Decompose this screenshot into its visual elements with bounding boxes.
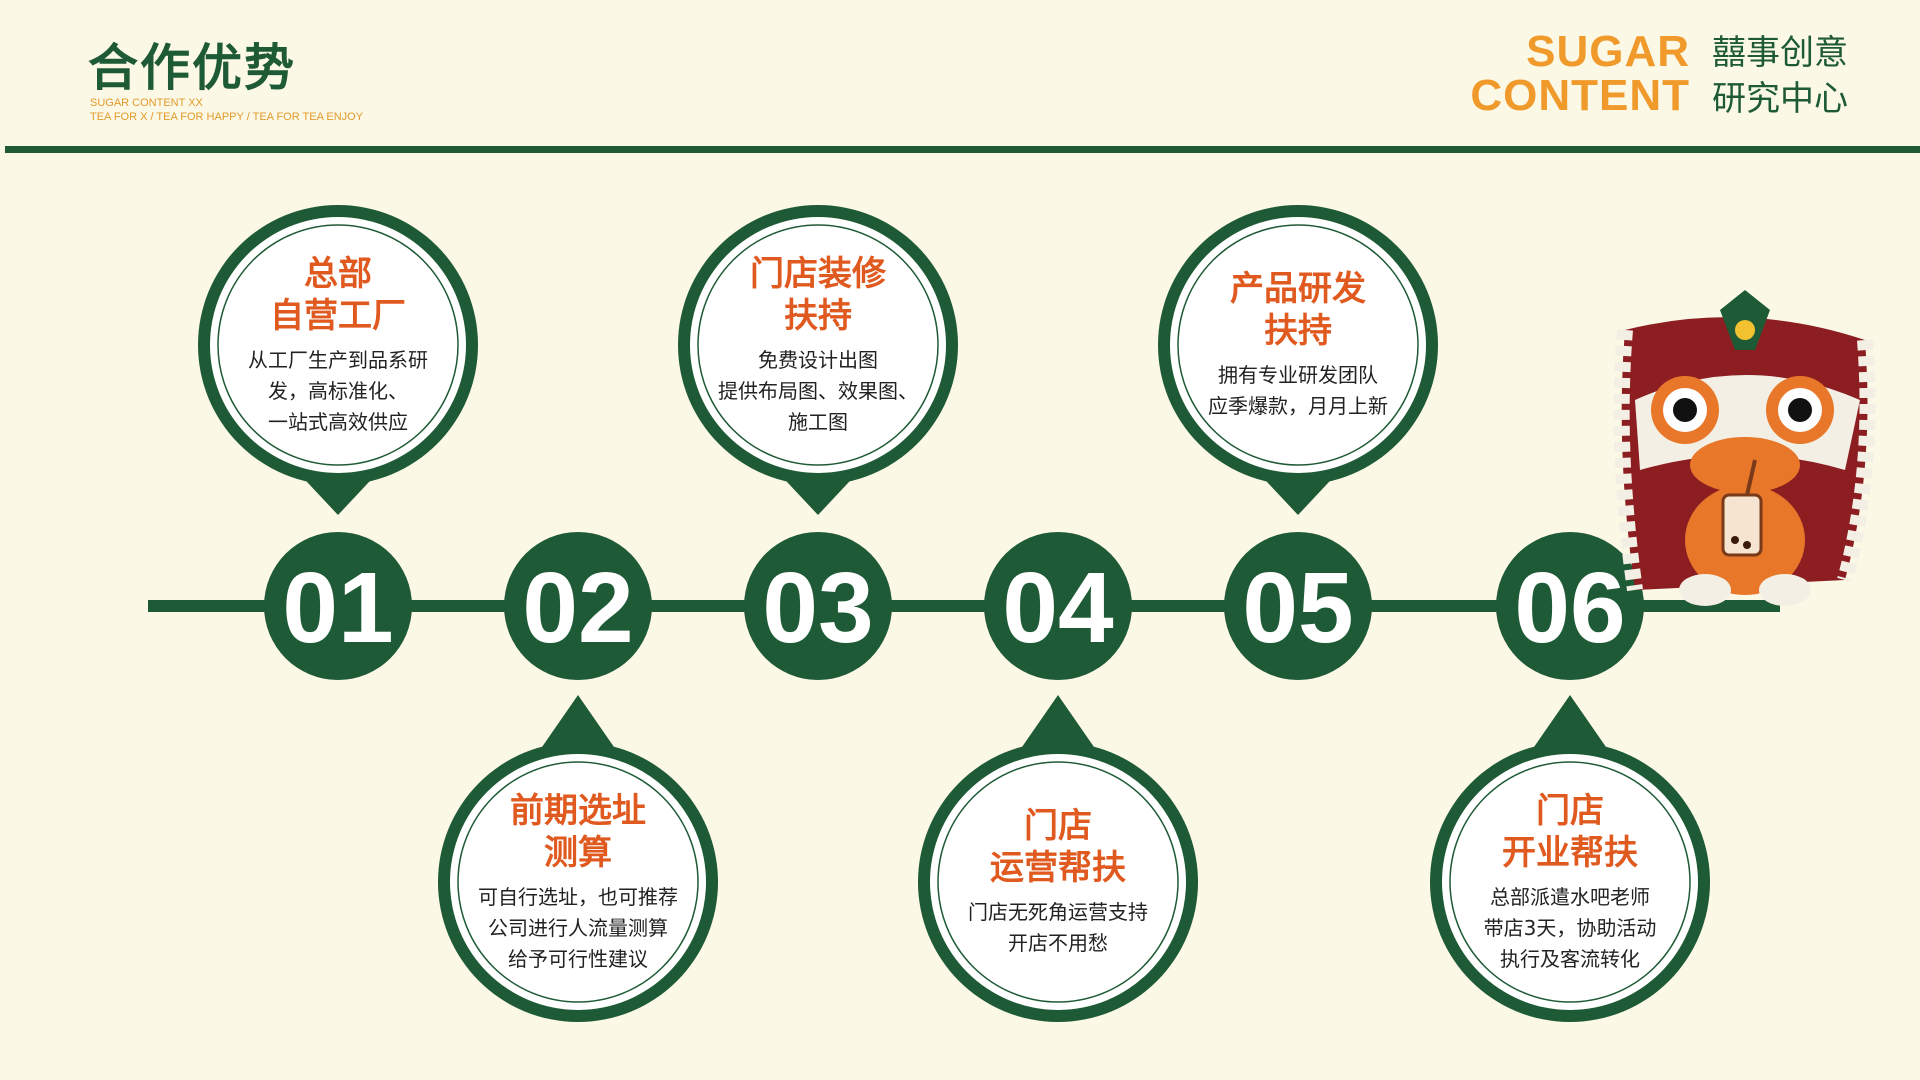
step-card-02: 前期选址 测算 可自行选址，也可推荐 公司进行人流量测算 给予可行性建议 — [468, 790, 688, 975]
step-card-01: 总部 自营工厂 从工厂生产到品系研 发，高标准化、 一站式高效供应 — [228, 253, 448, 438]
brand-en-line-2: CONTENT — [1470, 71, 1690, 120]
step-node-circle — [504, 532, 652, 680]
bubble-inner — [1442, 754, 1698, 1010]
step-node-circle — [984, 532, 1132, 680]
lion-dance-mascot-illustration — [1613, 290, 1876, 606]
bubble-pointer — [533, 695, 623, 760]
step-title: 产品研发 扶持 — [1230, 269, 1366, 351]
step-card-05: 产品研发 扶持 拥有专业研发团队 应季爆款，月月上新 — [1188, 268, 1408, 422]
brand-logo-chinese: 囍事创意 研究中心 — [1712, 30, 1848, 122]
bubble-inner — [1170, 217, 1426, 473]
brand-cn-line-2: 研究中心 — [1712, 79, 1848, 119]
step-node-circle — [1224, 532, 1372, 680]
step-title: 总部 自营工厂 — [270, 253, 406, 336]
step-title: 前期选址 测算 — [510, 790, 646, 873]
step-title: 门店 开业帮扶 — [1502, 790, 1638, 873]
step-description: 从工厂生产到品系研 发，高标准化、 一站式高效供应 — [248, 347, 428, 434]
subtitle-line-2: TEA FOR X / TEA FOR HAPPY / TEA FOR TEA … — [90, 111, 364, 123]
subtitle-line-1: SUGAR CONTENT XX — [90, 97, 203, 109]
step-card-03: 门店装修 扶持 免费设计出图 提供布局图、效果图、 施工图 — [708, 253, 928, 438]
step-description: 免费设计出图 提供布局图、效果图、 施工图 — [718, 347, 918, 434]
brand-cn-line-1: 囍事创意 — [1712, 33, 1848, 73]
bubble-ring — [1449, 761, 1691, 1003]
bubble-pointer — [1013, 695, 1103, 760]
step-title: 门店装修 扶持 — [750, 253, 886, 336]
bubble-ring — [1177, 224, 1419, 466]
node-layer: 01 02 03 04 05 06 — [264, 532, 1644, 680]
step-number: 03 — [762, 552, 873, 664]
step-card-04: 门店 运营帮扶 门店无死角运营支持 开店不用愁 — [948, 805, 1168, 959]
step-number: 05 — [1242, 552, 1353, 664]
page-subtitle: SUGAR CONTENT XX TEA FOR X / TEA FOR HAP… — [90, 96, 363, 124]
bubble-inner — [450, 754, 706, 1010]
brand-en-line-1: SUGAR — [1526, 27, 1690, 76]
bubble-ring — [697, 224, 939, 466]
step-description: 可自行选址，也可推荐 公司进行人流量测算 给予可行性建议 — [478, 884, 678, 971]
brand-logo-english: SUGAR CONTENT — [1470, 30, 1690, 118]
step-card-06: 门店 开业帮扶 总部派遣水吧老师 带店3天，协助活动 执行及客流转化 — [1460, 790, 1680, 975]
bubble-ring — [457, 761, 699, 1003]
step-number: 01 — [282, 552, 393, 664]
step-node-circle — [264, 532, 412, 680]
header-divider — [5, 146, 1920, 153]
step-node-circle — [1496, 532, 1644, 680]
step-description: 总部派遣水吧老师 带店3天，协助活动 执行及客流转化 — [1483, 884, 1657, 971]
step-node-circle — [744, 532, 892, 680]
bubble-ring — [937, 761, 1179, 1003]
step-description: 拥有专业研发团队 应季爆款，月月上新 — [1208, 363, 1388, 418]
step-number: 04 — [1002, 552, 1114, 664]
step-description: 门店无死角运营支持 开店不用愁 — [968, 900, 1148, 955]
page-title: 合作优势 — [88, 39, 296, 97]
bubble-layer — [198, 205, 1710, 1022]
bubble-ring — [217, 224, 459, 466]
bubble-pointer — [1525, 695, 1615, 760]
step-number: 06 — [1514, 552, 1625, 664]
bubble-inner — [930, 754, 1186, 1010]
step-title: 门店 运营帮扶 — [990, 806, 1126, 888]
bubble-inner — [210, 217, 466, 473]
step-number: 02 — [522, 552, 633, 664]
bubble-inner — [690, 217, 946, 473]
